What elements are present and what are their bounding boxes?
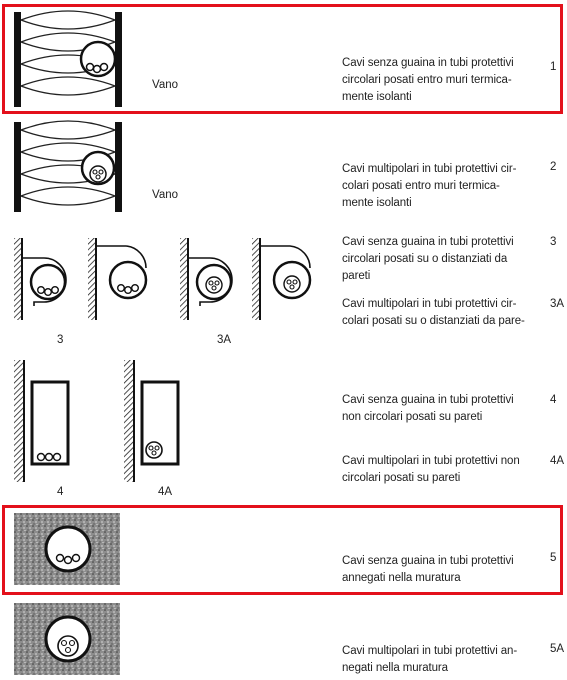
description-3: Cavi senza guaina in tubi protettivi cir… xyxy=(342,236,514,282)
diagram-3-variant xyxy=(88,238,148,320)
highlight-box-row-1 xyxy=(2,4,563,114)
description-4A: Cavi multipolari in tubi protettivi non … xyxy=(342,455,520,484)
row-number-3A: 3A xyxy=(550,298,565,310)
diagram-label-3: 3 xyxy=(57,334,64,346)
row-number-1: 1 xyxy=(550,61,557,73)
row-number-5: 5 xyxy=(550,552,557,564)
row-number-2: 2 xyxy=(550,161,557,173)
diagram-3A-variant xyxy=(252,238,312,320)
diagram-4A xyxy=(124,360,180,482)
row-number-3: 3 xyxy=(550,236,557,248)
diagram-5A xyxy=(14,603,120,675)
description-3A: Cavi multipolari in tubi protettivi cir-… xyxy=(342,298,525,327)
diagram-1 xyxy=(14,10,122,107)
row-number-4: 4 xyxy=(550,394,557,406)
description-4: Cavi senza guaina in tubi protettivi non… xyxy=(342,394,514,423)
description-5: Cavi senza guaina in tubi protettivi ann… xyxy=(342,555,514,584)
diagram-5 xyxy=(14,513,120,585)
diagram-label-3A: 3A xyxy=(217,334,232,346)
diagram-label-4A: 4A xyxy=(158,486,173,498)
diagram-2 xyxy=(14,120,122,212)
diagram-label-2: Vano xyxy=(152,189,179,201)
description-5A: Cavi multipolari in tubi protettivi an-n… xyxy=(342,645,518,674)
row-number-5A: 5A xyxy=(550,643,565,655)
description-2: Cavi multipolari in tubi protettivi cir-… xyxy=(342,163,517,209)
diagram-3 xyxy=(14,238,67,320)
diagram-3A xyxy=(180,238,233,320)
description-1: Cavi senza guaina in tubi protettivi cir… xyxy=(342,57,514,103)
row-number-4A: 4A xyxy=(550,455,565,467)
diagram-4 xyxy=(14,360,70,482)
diagram-label-1: Vano xyxy=(152,79,179,91)
diagram-label-4: 4 xyxy=(57,486,64,498)
highlight-box-row-5 xyxy=(2,505,563,595)
